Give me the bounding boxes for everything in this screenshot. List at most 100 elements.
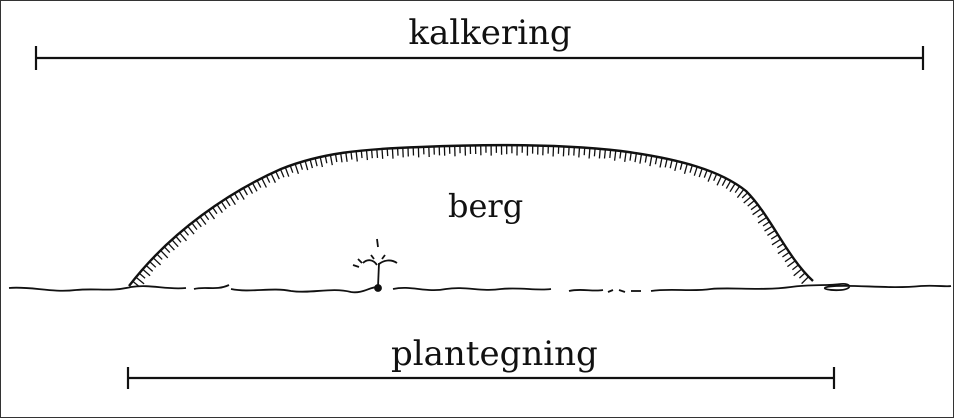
hatch-mark	[377, 149, 378, 158]
hatch-mark	[172, 240, 178, 247]
hatch-mark	[717, 176, 721, 185]
hatch-mark	[737, 189, 743, 197]
hatch-mark	[164, 247, 170, 253]
hatch-mark	[146, 265, 153, 271]
hatch-mark	[382, 149, 383, 159]
hatch-mark	[650, 156, 652, 166]
hatch-mark	[753, 209, 761, 215]
hatch-mark	[235, 193, 239, 200]
hatch-mark	[730, 183, 735, 191]
hatch-mark	[290, 166, 293, 173]
hatch-mark	[610, 150, 611, 158]
hatch-mark	[630, 152, 631, 160]
hatch-mark	[620, 151, 621, 158]
hatch-mark	[660, 158, 662, 168]
hatch-mark	[699, 168, 702, 177]
hatch-mark	[680, 162, 682, 169]
berg-label: berg	[448, 187, 523, 225]
hatch-mark	[387, 149, 388, 157]
hatch-mark	[758, 213, 764, 217]
hatch-mark	[742, 193, 748, 198]
hatch-mark	[356, 151, 357, 161]
hatch-mark	[361, 151, 362, 159]
hatch-mark	[271, 174, 275, 183]
hatch-mark	[276, 171, 280, 179]
hatch-mark	[605, 149, 606, 158]
hatch-mark	[310, 159, 312, 168]
hatch-mark	[239, 191, 244, 200]
hatch-mark	[226, 199, 231, 206]
hatch-mark	[204, 214, 209, 220]
hatch-mark	[625, 152, 626, 162]
hatch-mark	[785, 257, 792, 262]
hatch-mark	[794, 269, 802, 276]
hatch-mark	[153, 258, 160, 265]
hatch-mark	[176, 236, 181, 242]
hatch-mark	[635, 153, 636, 162]
hatch-mark	[196, 220, 201, 227]
hatch-mark	[777, 244, 783, 248]
hatch-mark	[266, 176, 269, 183]
hatch-mark	[767, 230, 775, 235]
hatch-mark	[257, 181, 261, 188]
hatch-mark	[758, 217, 767, 223]
hatch-mark	[645, 155, 646, 163]
hatch-mark	[771, 235, 778, 239]
hatch-mark	[655, 157, 657, 165]
hatch-mark	[748, 201, 755, 207]
hatch-mark	[300, 162, 302, 169]
ground-line	[9, 284, 951, 292]
hatch-mark	[351, 152, 352, 160]
hatch-mark	[336, 154, 337, 162]
hatch-mark	[392, 148, 393, 159]
hatch-mark	[180, 233, 187, 241]
hatch-mark	[708, 172, 712, 182]
hatch-mark	[569, 147, 570, 156]
hatch-mark	[675, 161, 677, 171]
hatch-mark	[579, 147, 580, 157]
hatch-mark	[320, 157, 322, 167]
hatch-mark	[281, 169, 284, 177]
hatch-mark	[150, 262, 156, 268]
hatch-mark	[726, 181, 730, 189]
hatch-mark	[330, 155, 332, 165]
hatch-mark	[136, 277, 144, 284]
plantegning-label: plantegning	[391, 334, 598, 374]
hatch-mark	[574, 147, 575, 156]
hatch-mark	[262, 178, 267, 187]
hatch-mark	[341, 153, 342, 162]
hatch-mark	[685, 164, 688, 174]
hatch-mark	[230, 196, 235, 205]
kalkering-label: kalkering	[13, 13, 954, 53]
hatch-mark	[143, 269, 150, 276]
hatch-mark	[640, 154, 642, 164]
hatch-mark	[192, 223, 197, 230]
hatch-mark	[563, 147, 564, 157]
hatch-mark	[589, 148, 590, 159]
hatch-mark	[690, 165, 692, 173]
hatch-mark	[315, 158, 317, 166]
hatch-mark	[346, 152, 347, 161]
hatch-mark	[367, 150, 368, 160]
hatch-mark	[248, 186, 253, 194]
hatch-mark	[253, 183, 258, 191]
hatch-mark	[584, 148, 585, 156]
hatch-mark	[594, 148, 595, 156]
hatch-mark	[217, 205, 222, 213]
hatch-mark	[243, 188, 247, 195]
hatch-mark	[714, 174, 717, 181]
hatch-mark	[221, 202, 226, 209]
hatch-mark	[615, 150, 616, 160]
hatch-mark	[665, 159, 667, 168]
plant-sketch	[353, 239, 397, 291]
hatch-mark	[161, 250, 168, 258]
hatch-mark	[184, 230, 189, 236]
hatch-mark	[778, 248, 787, 254]
hatch-mark	[670, 160, 672, 168]
hatch-mark	[799, 273, 805, 278]
hatch-mark	[704, 170, 707, 178]
hatch-mark	[782, 252, 789, 257]
hatch-mark	[765, 226, 773, 231]
hatch-mark	[802, 277, 809, 284]
